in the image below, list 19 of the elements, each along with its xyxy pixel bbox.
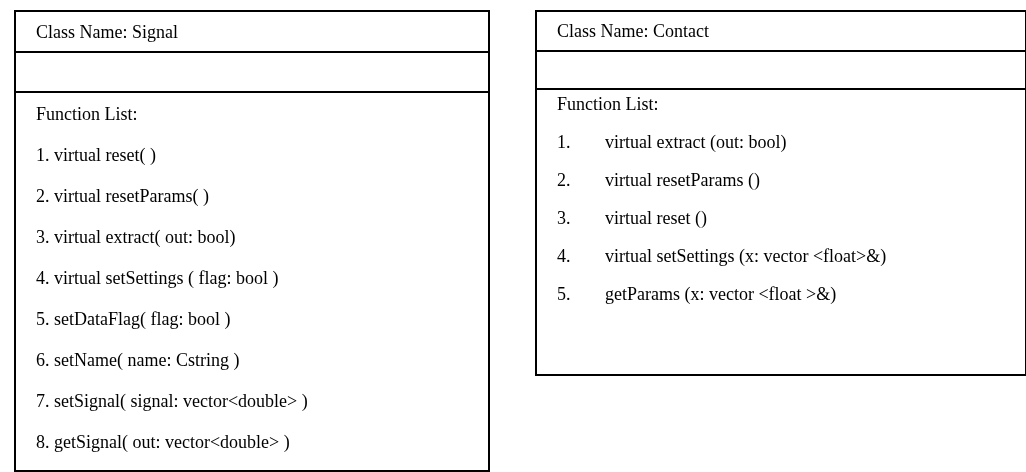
method-text: 4. virtual setSettings (x: vector <float>&) xyxy=(557,245,887,267)
method-text: 4. virtual setSettings ( flag: bool ) xyxy=(36,267,279,289)
section-heading: Function List: xyxy=(557,93,659,115)
class-name: Class Name: Contact xyxy=(557,20,709,42)
section-heading: Function List: xyxy=(36,103,138,125)
method-text: 1. virtual reset( ) xyxy=(36,144,156,166)
method-text: 6. setName( name: Cstring ) xyxy=(36,349,240,371)
method-text: 8. getSignal( out: vector<double> ) xyxy=(36,431,290,453)
method-text: 1. virtual extract (out: bool) xyxy=(557,131,787,153)
method-text: 3. virtual reset () xyxy=(557,207,707,229)
method-text: 5. getParams (x: vector <float >&) xyxy=(557,283,837,305)
class-box xyxy=(14,10,490,472)
class-box xyxy=(535,10,1026,376)
method-text: 3. virtual extract( out: bool) xyxy=(36,226,236,248)
method-text: 5. setDataFlag( flag: bool ) xyxy=(36,308,231,330)
method-text: 2. virtual resetParams () xyxy=(557,169,760,191)
method-text: 2. virtual resetParams( ) xyxy=(36,185,209,207)
method-text: 7. setSignal( signal: vector<double> ) xyxy=(36,390,308,412)
class-name: Class Name: Signal xyxy=(36,20,178,43)
